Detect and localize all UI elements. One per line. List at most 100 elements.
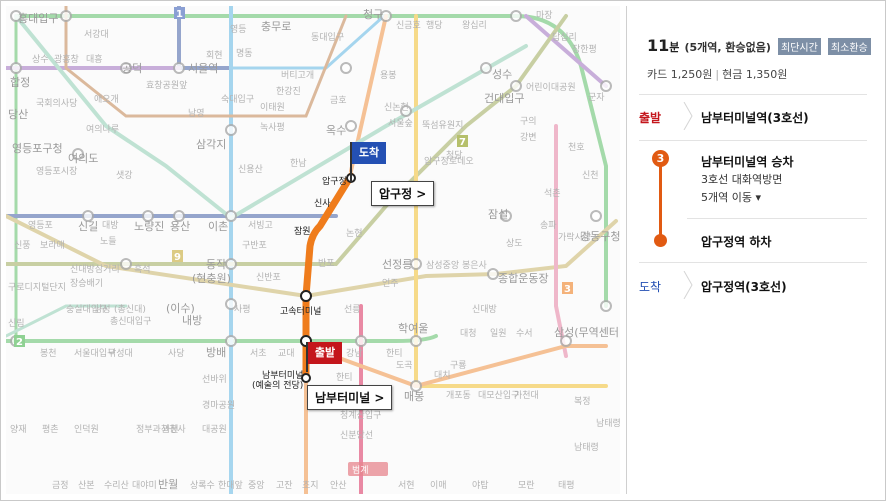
svg-text:대공원: 대공원 xyxy=(202,424,227,435)
svg-text:이매: 이매 xyxy=(430,480,447,491)
svg-text:삼각지: 삼각지 xyxy=(196,138,226,151)
svg-text:남태령: 남태령 xyxy=(574,441,599,453)
alight-dot xyxy=(654,234,667,247)
arrival-label: 도착 xyxy=(639,280,662,294)
departure-station[interactable]: 남부터미널역(3호선) xyxy=(701,111,809,125)
svg-text:산본: 산본 xyxy=(78,480,95,491)
svg-text:회현: 회현 xyxy=(206,50,223,61)
svg-text:신금호: 신금호 xyxy=(396,20,421,31)
svg-text:반월: 반월 xyxy=(158,478,178,491)
svg-text:반포: 반포 xyxy=(318,258,335,269)
arrival-station[interactable]: 압구정역(3호선) xyxy=(701,280,787,294)
svg-text:한티: 한티 xyxy=(386,348,403,359)
svg-text:언주: 언주 xyxy=(382,277,399,289)
svg-text:중앙: 중앙 xyxy=(248,479,265,491)
svg-text:사평: 사평 xyxy=(234,304,251,315)
chevron-right-icon xyxy=(683,271,693,299)
svg-text:수리산: 수리산 xyxy=(104,480,129,491)
arrival-callout[interactable]: 압구정 > xyxy=(371,181,435,206)
stops-toggle[interactable]: 5개역 이동 ▾ xyxy=(701,191,761,204)
svg-text:서현: 서현 xyxy=(398,480,415,491)
svg-text:복정: 복정 xyxy=(574,396,591,407)
svg-text:숭실대입구: 숭실대입구 xyxy=(66,303,107,315)
route-label-sinsa: 신사 xyxy=(314,198,331,209)
svg-text:압구정로데오: 압구정로데오 xyxy=(424,155,474,167)
svg-text:군자: 군자 xyxy=(588,92,605,103)
svg-text:선릉: 선릉 xyxy=(344,304,361,315)
svg-text:경마공원: 경마공원 xyxy=(202,399,235,411)
svg-text:수서: 수서 xyxy=(516,328,533,339)
route-label-express-terminal: 고속터미널 xyxy=(280,306,321,317)
svg-text:청계산입구: 청계산입구 xyxy=(340,409,381,421)
svg-text:선바위: 선바위 xyxy=(202,374,227,385)
svg-text:종합운동장: 종합운동장 xyxy=(498,272,549,285)
alight-title: 압구정역 하차 xyxy=(701,235,772,249)
svg-text:야탑: 야탑 xyxy=(472,479,489,491)
svg-text:건대입구: 건대입구 xyxy=(484,92,524,105)
svg-text:신풍: 신풍 xyxy=(14,240,31,251)
svg-text:신논현: 신논현 xyxy=(384,102,409,113)
tag-shortest-time[interactable]: 최단시간 xyxy=(778,38,821,55)
svg-text:대흥: 대흥 xyxy=(86,53,103,65)
svg-text:내방: 내방 xyxy=(182,314,202,327)
svg-text:태평: 태평 xyxy=(558,480,575,491)
svg-text:사당: 사당 xyxy=(168,348,185,359)
svg-text:서울숲: 서울숲 xyxy=(388,118,413,129)
svg-text:마장: 마장 xyxy=(536,10,553,21)
departure-label: 출발 xyxy=(639,111,662,125)
svg-text:구룡: 구룡 xyxy=(450,360,467,371)
svg-text:남영: 남영 xyxy=(188,108,205,119)
svg-text:신분당선: 신분당선 xyxy=(340,430,373,441)
svg-text:신대방삼거리: 신대방삼거리 xyxy=(70,264,120,275)
svg-text:모란: 모란 xyxy=(518,479,535,491)
svg-text:석촌: 석촌 xyxy=(544,188,561,199)
express-bus-terminal-node[interactable] xyxy=(300,290,312,302)
svg-text:논현: 논현 xyxy=(346,228,363,239)
svg-text:상록수: 상록수 xyxy=(190,480,215,491)
departure-callout[interactable]: 남부터미널 > xyxy=(307,385,393,410)
nambu-terminal-node[interactable] xyxy=(301,373,311,383)
route-label-apgujeong: 압구정 xyxy=(322,175,347,187)
departure-flag-label: 출발 xyxy=(308,342,342,364)
svg-text:답십리: 답십리 xyxy=(552,31,577,43)
active-route-line3 xyxy=(302,172,355,383)
svg-text:삼성중앙: 삼성중앙 xyxy=(426,259,459,271)
tag-min-transfer[interactable]: 최소환승 xyxy=(827,38,871,55)
svg-text:구로디지털단지: 구로디지털단지 xyxy=(8,281,66,293)
route-label-arts-center: (예술의 전당) xyxy=(252,380,303,391)
svg-text:청구: 청구 xyxy=(363,8,383,21)
svg-text:강변: 강변 xyxy=(520,132,537,143)
station-labels: 홍대입구 서강대 영등 충무로 동대입구 청구 신금호 행당 왕십리 마장 답십… xyxy=(8,8,620,491)
svg-text:명동: 명동 xyxy=(236,48,253,59)
svg-text:용산: 용산 xyxy=(170,220,190,233)
svg-text:봉은사: 봉은사 xyxy=(462,260,488,271)
subway-network: 1 2 3 7 9 홍대입구 서강대 영등 충무로 동대입구 청구 신금호 행당… xyxy=(6,6,620,494)
svg-text:녹사평: 녹사평 xyxy=(260,122,285,133)
line-badge-1: 1 xyxy=(176,9,183,20)
svg-text:한강진: 한강진 xyxy=(276,86,301,97)
svg-text:광흥창: 광흥창 xyxy=(54,53,79,65)
route-panel: 11분 (5개역, 환승없음) 최단시간 최소환승 카드 1,250원|현금 1… xyxy=(626,6,881,494)
route-summary: 11분 (5개역, 환승없음) 최단시간 최소환승 xyxy=(647,36,871,55)
svg-text:가락시장: 가락시장 xyxy=(558,231,591,243)
svg-text:신림: 신림 xyxy=(8,317,25,329)
subway-map[interactable]: 1 2 3 7 9 홍대입구 서강대 영등 충무로 동대입구 청구 신금호 행당… xyxy=(6,6,620,494)
line-badge-2: 2 xyxy=(16,337,23,348)
line-3-badge: 3 xyxy=(652,150,669,167)
svg-text:홍대입구: 홍대입구 xyxy=(18,11,58,25)
svg-text:보라매: 보라매 xyxy=(40,240,65,251)
svg-text:숙대입구: 숙대입구 xyxy=(221,93,254,105)
svg-text:신반포: 신반포 xyxy=(256,272,281,283)
route-detail: (5개역, 환승없음) xyxy=(684,41,771,54)
svg-text:총신대입구: 총신대입구 xyxy=(110,315,151,327)
svg-text:충무로: 충무로 xyxy=(261,20,291,33)
svg-text:대청: 대청 xyxy=(460,328,477,339)
svg-text:인덕원: 인덕원 xyxy=(74,424,99,435)
svg-text:상수: 상수 xyxy=(32,54,49,65)
cash-fare: 현금 1,350원 xyxy=(722,68,788,81)
svg-text:왕십리: 왕십리 xyxy=(462,20,487,31)
svg-text:용봉: 용봉 xyxy=(380,70,397,81)
svg-text:서빙고: 서빙고 xyxy=(248,220,273,231)
card-fare: 카드 1,250원 xyxy=(647,68,713,81)
svg-text:교대: 교대 xyxy=(278,348,295,359)
